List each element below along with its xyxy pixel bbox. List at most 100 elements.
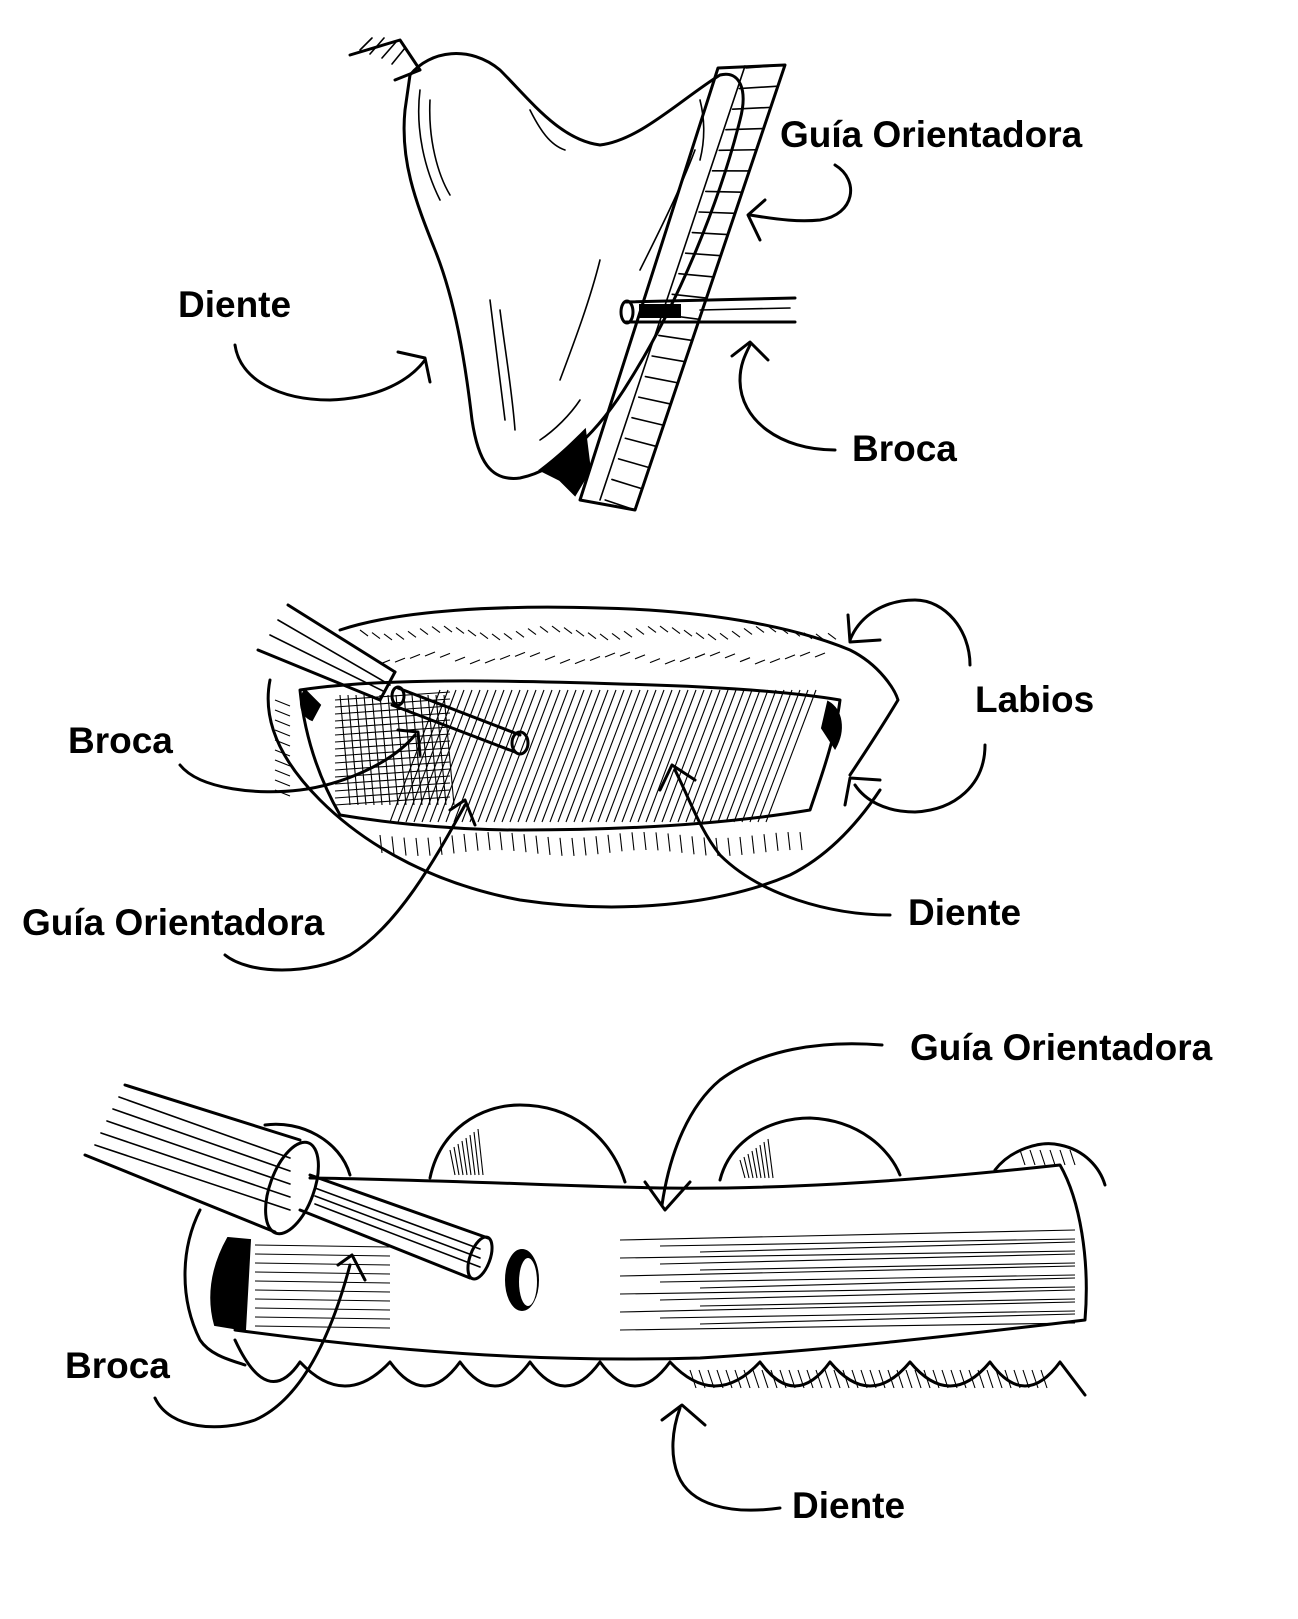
hatch-stroke [503, 632, 513, 640]
band-left-shadow [210, 1236, 252, 1332]
hatch-stroke [525, 689, 577, 823]
hatch-stroke [751, 1150, 758, 1179]
mouth-corner-left [299, 688, 322, 722]
hatch-stroke [678, 272, 715, 278]
hatch-stroke [824, 1369, 832, 1389]
hatch-stroke [334, 712, 451, 722]
hatch-stroke [767, 1138, 774, 1179]
hatch-stroke [479, 632, 489, 640]
hatch-stroke [637, 689, 689, 823]
hatch-stroke [797, 1369, 805, 1389]
hatch-stroke [559, 658, 571, 664]
hatch-stroke [394, 657, 406, 663]
arrow-tooth-fig3 [671, 1406, 782, 1512]
hatch-stroke [914, 1369, 922, 1389]
hatch-stroke [424, 651, 436, 657]
hatch-stroke [487, 832, 491, 851]
hatch-stroke [449, 1149, 456, 1176]
hatch-stroke [334, 761, 451, 771]
hatch-stroke [623, 630, 633, 638]
hatch-stroke [511, 832, 515, 851]
hatch-stroke [619, 1265, 1076, 1277]
hatch-stroke [617, 458, 651, 469]
hatch-stroke [701, 689, 753, 823]
hatch-stroke [563, 627, 573, 634]
hatch-stroke [986, 1369, 994, 1389]
mouth-opening [298, 679, 842, 832]
hatch-stroke [647, 626, 657, 633]
hatch-stroke [619, 1250, 1076, 1259]
hatch-stroke [605, 689, 657, 823]
hatch-stroke [485, 689, 537, 823]
hatch-stroke [739, 836, 743, 856]
hatch-stroke [677, 689, 729, 823]
hatch-stroke [763, 834, 767, 853]
hatch-stroke [274, 699, 291, 707]
hatch-stroke [655, 832, 659, 851]
hatch-stroke [347, 694, 359, 806]
arrow-guide-fig3 [660, 1042, 884, 1207]
hatch-stroke [754, 659, 766, 665]
hatch-stroke [100, 1132, 291, 1198]
hatch-stroke [523, 834, 527, 853]
hatch-stroke [274, 779, 291, 787]
hatch-stroke [477, 689, 529, 823]
hatch-stroke [644, 375, 679, 384]
hatch-stroke [371, 694, 383, 806]
hatch-stroke [595, 836, 599, 855]
hatch-stroke [815, 1369, 823, 1389]
hatch-stroke [763, 1141, 770, 1179]
hatch-stroke [779, 1369, 787, 1389]
hatch-stroke [842, 1369, 850, 1389]
hatch-stroke [747, 1153, 754, 1179]
hatch-stroke [643, 831, 647, 851]
hatch-stroke [699, 1277, 1076, 1289]
back-tooth-3 [993, 1142, 1107, 1187]
label-tooth-fig1: Diente [178, 284, 292, 325]
hatch-stroke [334, 705, 451, 715]
figure-1-tooth [233, 37, 853, 512]
hatch-stroke [709, 689, 761, 823]
hatch-stroke [755, 625, 765, 633]
guide-bar-ladder [578, 63, 787, 512]
hatch-stroke [501, 689, 553, 823]
hatch-stroke [724, 653, 736, 659]
hatch-stroke [407, 630, 417, 638]
hatch-stroke [465, 1137, 472, 1176]
hatch-stroke [635, 628, 645, 635]
hatch-stroke [629, 689, 681, 823]
hatch-stroke [725, 689, 777, 823]
hatch-stroke [379, 834, 383, 854]
hatch-stroke [851, 1369, 859, 1389]
hatch-stroke [1031, 1369, 1039, 1389]
hatch-stroke [699, 1241, 1076, 1253]
hatch-stroke [699, 1262, 1076, 1271]
hatch-stroke [631, 416, 665, 427]
hatch-stroke [707, 633, 717, 641]
arrow-lips-upper [848, 598, 972, 667]
hatch-stroke [685, 689, 737, 823]
hatch-stroke [575, 629, 585, 637]
hatch-stroke [391, 836, 395, 855]
lower-lip-shading [274, 699, 803, 857]
hatch-stroke [477, 1128, 484, 1176]
hatch-stroke [691, 231, 729, 236]
hatch-stroke [749, 689, 801, 823]
hatch-stroke [743, 627, 753, 635]
hatch-stroke [1004, 1369, 1012, 1389]
hatch-stroke [679, 657, 691, 663]
hatch-stroke [788, 1369, 796, 1389]
label-guide-fig1: Guía Orientadora [780, 114, 1083, 155]
hatch-stroke [359, 629, 369, 637]
hatch-stroke [437, 689, 489, 823]
hatch-stroke [649, 658, 661, 664]
hatch-stroke [799, 651, 811, 657]
hatch-stroke [717, 689, 769, 823]
hatch-stroke [815, 633, 825, 641]
lower-lip-outline [266, 678, 882, 909]
hatch-stroke [716, 1369, 724, 1389]
hatch-stroke [977, 1369, 985, 1389]
hatch-stroke [443, 694, 455, 806]
hatch-stroke [1059, 1149, 1066, 1166]
hatch-stroke [769, 658, 781, 664]
